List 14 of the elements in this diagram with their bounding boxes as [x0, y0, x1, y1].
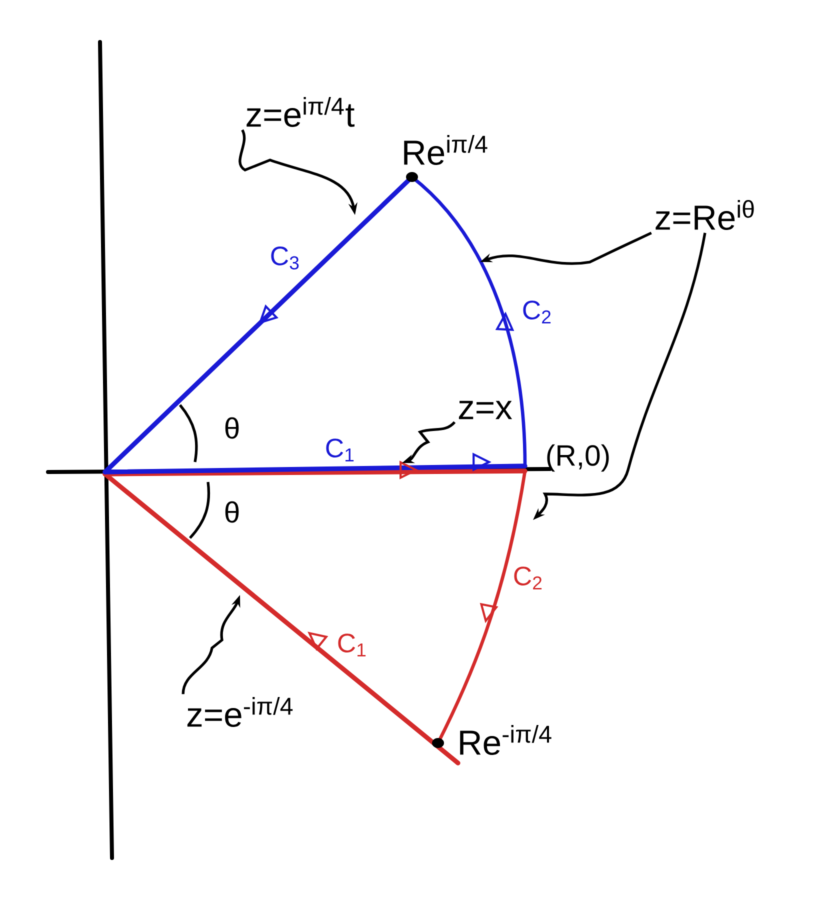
contour-label: C$_{1}$: [326, 438, 354, 462]
contour-label: C$_{2}$: [523, 300, 551, 324]
formula-label: z=Re$^{iθ}$: [656, 200, 754, 230]
contour-label: C$_{3}$: [271, 246, 299, 270]
formula-label: z=x: [458, 400, 512, 420]
coordinate-label: (R,0): [547, 444, 609, 472]
angle-label: θ: [225, 501, 239, 523]
formula-label: z=e$^{iπ/4}$t: [246, 97, 355, 127]
contour-label: C$_{1}$: [338, 634, 366, 656]
formula-label: z=e$^{-iπ/4}$: [187, 697, 293, 727]
point-label: Re$^{iπ/4}$: [404, 135, 488, 165]
angle-label: θ: [225, 417, 239, 439]
point-label: Re$^{-iπ/4}$: [460, 725, 552, 755]
contour-label: C$_{2}$: [514, 566, 542, 590]
